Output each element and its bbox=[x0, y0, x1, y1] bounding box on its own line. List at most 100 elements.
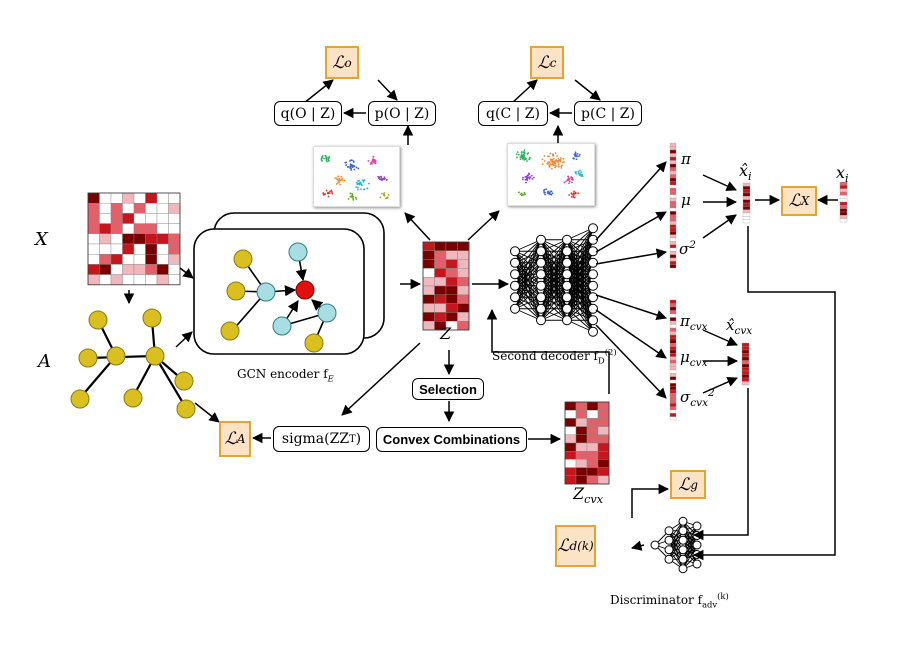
scatter-point bbox=[345, 164, 348, 166]
scatter-point bbox=[360, 188, 362, 191]
pi-cvx-text: π bbox=[680, 312, 690, 330]
scatter-point bbox=[547, 162, 550, 165]
scatter-point bbox=[557, 157, 560, 160]
vector-cell bbox=[669, 191, 677, 195]
scatter-point bbox=[341, 179, 344, 181]
scatter-point bbox=[370, 162, 373, 165]
scatter-point bbox=[528, 177, 531, 180]
matrix-cell bbox=[422, 285, 435, 296]
network-node bbox=[562, 315, 572, 326]
vector-cell bbox=[669, 153, 677, 158]
scatter-point bbox=[573, 192, 575, 195]
vector-cell bbox=[669, 217, 677, 222]
scatter-point bbox=[354, 196, 357, 199]
scatter-point bbox=[358, 182, 361, 185]
scatter-point bbox=[543, 188, 546, 191]
network-node bbox=[588, 326, 598, 337]
x-i-sub: i bbox=[845, 172, 849, 186]
gcn-encoder-label: GCN encoder fE bbox=[237, 368, 334, 383]
scatter-point bbox=[575, 172, 578, 175]
scatter-point bbox=[581, 175, 584, 178]
scatter-point bbox=[355, 166, 358, 169]
scatter-point bbox=[554, 160, 557, 163]
scatter-point bbox=[380, 175, 383, 178]
matrix-cell bbox=[586, 459, 599, 468]
scatter-point bbox=[327, 192, 329, 194]
matrix-cell bbox=[156, 264, 169, 275]
vector-cell bbox=[669, 406, 677, 411]
scatter-point bbox=[544, 193, 547, 196]
matrix-cell bbox=[133, 223, 146, 235]
matrix-cell bbox=[122, 192, 135, 204]
matrix-cell bbox=[133, 192, 146, 204]
discriminator-network bbox=[650, 516, 702, 574]
scatter-point bbox=[559, 157, 562, 160]
vector-cell bbox=[839, 201, 848, 206]
scatter-point bbox=[515, 153, 518, 156]
matrix-cell bbox=[434, 277, 447, 287]
x-hat-label: x̂i bbox=[739, 163, 752, 183]
matrix-cell bbox=[597, 426, 610, 436]
scatter-point bbox=[520, 153, 523, 155]
scatter-point bbox=[556, 160, 559, 162]
matrix-cell bbox=[168, 264, 181, 275]
scatter-point bbox=[320, 158, 323, 161]
scatter-point bbox=[349, 163, 352, 166]
matrix-cell bbox=[597, 401, 610, 411]
matrix-cell bbox=[145, 192, 158, 204]
vector-cell bbox=[669, 356, 677, 361]
matrix-cell bbox=[133, 253, 146, 265]
scatter-point bbox=[519, 156, 522, 159]
vector-cell bbox=[741, 381, 750, 386]
matrix-cell bbox=[87, 243, 100, 255]
vector-cell bbox=[669, 187, 677, 192]
pi-cvx-label: πcvx bbox=[680, 314, 708, 333]
scatter-point bbox=[563, 161, 566, 163]
loss-c-sub: c bbox=[549, 55, 557, 70]
scatter-point bbox=[528, 158, 531, 161]
vector-cell bbox=[669, 331, 677, 336]
scatter-point bbox=[523, 151, 526, 154]
scatter-point bbox=[383, 178, 385, 181]
sigma-cvx-vector bbox=[669, 379, 677, 421]
convex-combinations-box: Convex Combinations bbox=[376, 427, 527, 452]
vector-cell bbox=[742, 202, 751, 207]
matrix-cell bbox=[457, 321, 470, 331]
loss-o-sub: o bbox=[344, 55, 352, 70]
scatter-point bbox=[568, 194, 571, 196]
vector-cell bbox=[742, 219, 751, 224]
matrix-cell bbox=[122, 274, 135, 286]
scatter-point bbox=[378, 177, 380, 180]
network-node bbox=[536, 257, 546, 268]
scatter-point bbox=[541, 158, 544, 161]
matrix-cell bbox=[133, 243, 146, 255]
mu-cvx-label: μcvx bbox=[680, 350, 707, 369]
selection-box: Selection bbox=[412, 378, 484, 400]
scatter-point bbox=[573, 157, 576, 160]
loss-a-sub: A bbox=[236, 432, 246, 446]
vector-cell bbox=[742, 212, 751, 217]
scatter-point bbox=[381, 178, 383, 181]
scatter-point bbox=[573, 196, 576, 199]
scatter-point bbox=[363, 188, 365, 191]
scatter-point bbox=[322, 192, 325, 194]
scatter-point bbox=[567, 175, 569, 178]
network-node bbox=[536, 234, 546, 245]
scatter-point bbox=[323, 157, 326, 160]
matrix-cell bbox=[575, 426, 588, 436]
matrix-cell bbox=[457, 312, 470, 322]
scatter-point bbox=[573, 190, 575, 193]
scatter-point bbox=[382, 193, 385, 196]
network-edge bbox=[540, 239, 568, 275]
scatter-point bbox=[580, 175, 583, 177]
vector-cell bbox=[839, 211, 848, 216]
vector-cell bbox=[669, 170, 677, 175]
x-i-text: x bbox=[836, 163, 846, 182]
vector-cell bbox=[839, 198, 848, 203]
vector-cell bbox=[669, 197, 677, 202]
scatter-point bbox=[380, 192, 383, 195]
scatter-point bbox=[362, 179, 365, 182]
